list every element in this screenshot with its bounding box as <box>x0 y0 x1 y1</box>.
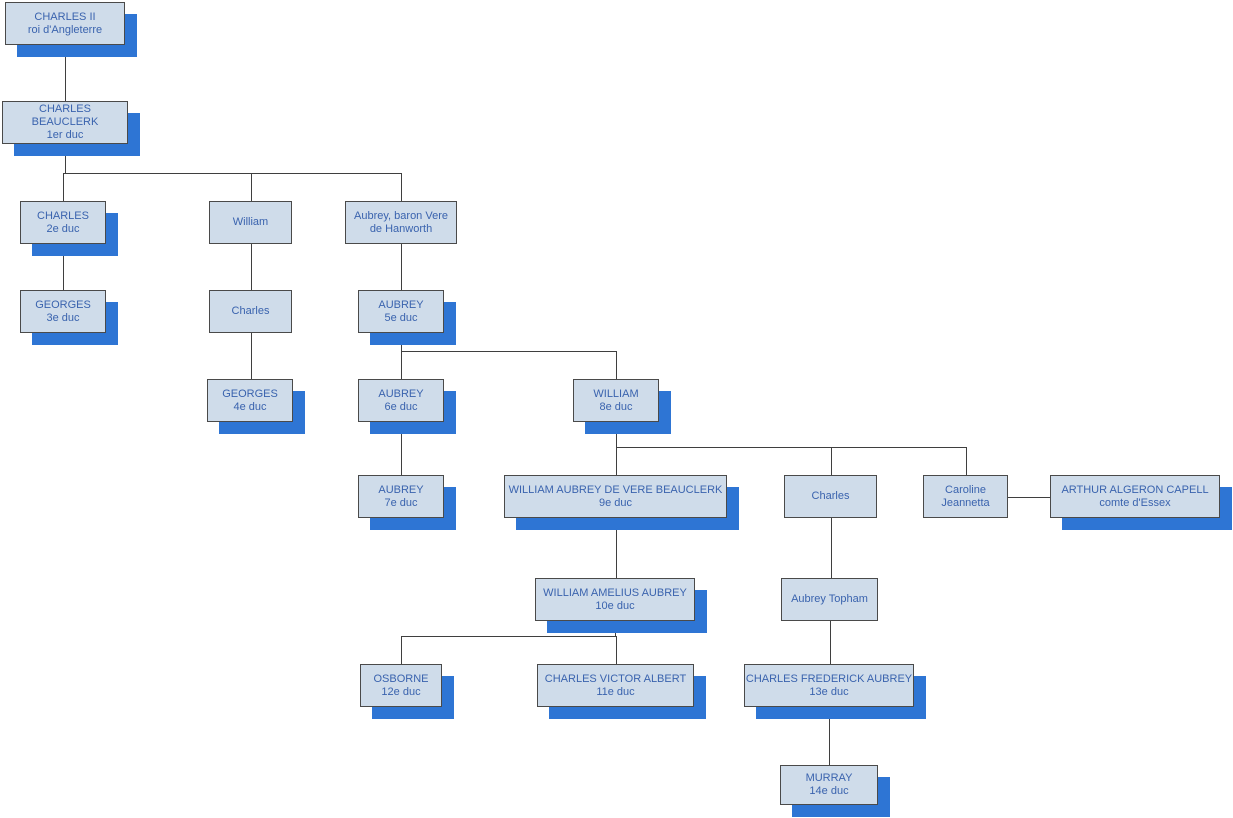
connector-line-vertical <box>616 636 617 664</box>
person-node-charles_s[interactable]: Charles <box>209 290 292 333</box>
connector-line-vertical <box>616 518 617 578</box>
person-title: roi d'Angleterre <box>27 23 103 36</box>
person-title: 1er duc <box>46 129 84 141</box>
connector-line-vertical <box>63 244 64 290</box>
person-title: 14e duc <box>809 785 849 797</box>
person-node-william_s[interactable]: William <box>209 201 292 244</box>
person-name: Caroline <box>945 483 986 496</box>
connector-line-vertical <box>251 244 252 290</box>
connector-line-vertical <box>616 447 617 475</box>
connector-line-vertical <box>830 621 831 664</box>
person-name: Charles <box>231 305 270 317</box>
connector-line-horizontal <box>63 173 401 174</box>
person-node-aubreytopham[interactable]: Aubrey Topham <box>781 578 878 621</box>
person-name: WILLIAM AMELIUS AUBREY <box>543 586 687 599</box>
connector-line-vertical <box>401 173 402 201</box>
person-name: CHARLES VICTOR ALBERT <box>544 672 687 685</box>
person-title: Jeannetta <box>941 496 990 509</box>
person-name: MURRAY <box>805 772 853 784</box>
person-title: 10e duc <box>595 599 635 612</box>
person-name: Aubrey, baron Vere <box>354 209 448 222</box>
connector-line-horizontal <box>1008 497 1050 498</box>
person-name: AUBREY <box>378 483 424 496</box>
connector-line-vertical <box>65 45 66 101</box>
person-name: OSBORNE <box>373 672 429 685</box>
person-title: 7e duc <box>384 496 418 509</box>
connector-line-vertical <box>401 351 402 379</box>
connector-line-vertical <box>966 447 967 475</box>
person-title: 6e duc <box>384 400 418 413</box>
person-name: WILLIAM AUBREY DE VERE BEAUCLERK <box>508 483 723 496</box>
connector-line-vertical <box>251 173 252 201</box>
person-name: CHARLES FREDERICK AUBREY <box>745 672 913 685</box>
connector-line-vertical <box>831 447 832 475</box>
person-name: CHARLES <box>37 209 89 222</box>
person-title: 12e duc <box>381 685 421 698</box>
connector-line-horizontal <box>401 351 616 352</box>
person-title: 8e duc <box>599 400 633 413</box>
person-title: 3e duc <box>46 311 80 324</box>
connector-line-vertical <box>829 707 830 765</box>
connector-line-vertical <box>616 351 617 379</box>
connector-line-horizontal <box>401 636 616 637</box>
person-title: 5e duc <box>384 311 418 324</box>
person-title: comte d'Essex <box>1099 496 1171 509</box>
person-title: 11e duc <box>596 685 635 698</box>
person-title: 4e duc <box>233 400 267 413</box>
person-name: William <box>232 216 269 228</box>
person-name: AUBREY <box>378 298 424 311</box>
person-name: Charles <box>811 490 850 502</box>
person-name: GEORGES <box>222 387 278 400</box>
person-name: WILLIAM <box>593 387 639 400</box>
person-title: 9e duc <box>598 496 633 509</box>
connector-line-vertical <box>63 173 64 201</box>
connector-line-vertical <box>401 422 402 475</box>
person-title: 2e duc <box>46 222 80 235</box>
connector-line-vertical <box>831 518 832 578</box>
connector-line-vertical <box>401 244 402 290</box>
person-node-charles_s2[interactable]: Charles <box>784 475 877 518</box>
connector-line-vertical <box>401 636 402 664</box>
person-name: Aubrey Topham <box>791 593 868 605</box>
connector-line-vertical <box>65 144 66 173</box>
person-title: 13e duc <box>809 685 849 698</box>
connector-line-vertical <box>251 333 252 379</box>
person-name: CHARLES II <box>34 10 96 23</box>
connector-line-horizontal <box>616 447 966 448</box>
person-name: ARTHUR ALGERON CAPELL <box>1061 483 1209 496</box>
person-title: de Hanworth <box>369 222 433 235</box>
person-name: CHARLES BEAUCLERK <box>31 103 99 128</box>
person-name: GEORGES <box>35 298 91 311</box>
connector-line-vertical <box>616 422 617 447</box>
person-name: AUBREY <box>378 387 424 400</box>
